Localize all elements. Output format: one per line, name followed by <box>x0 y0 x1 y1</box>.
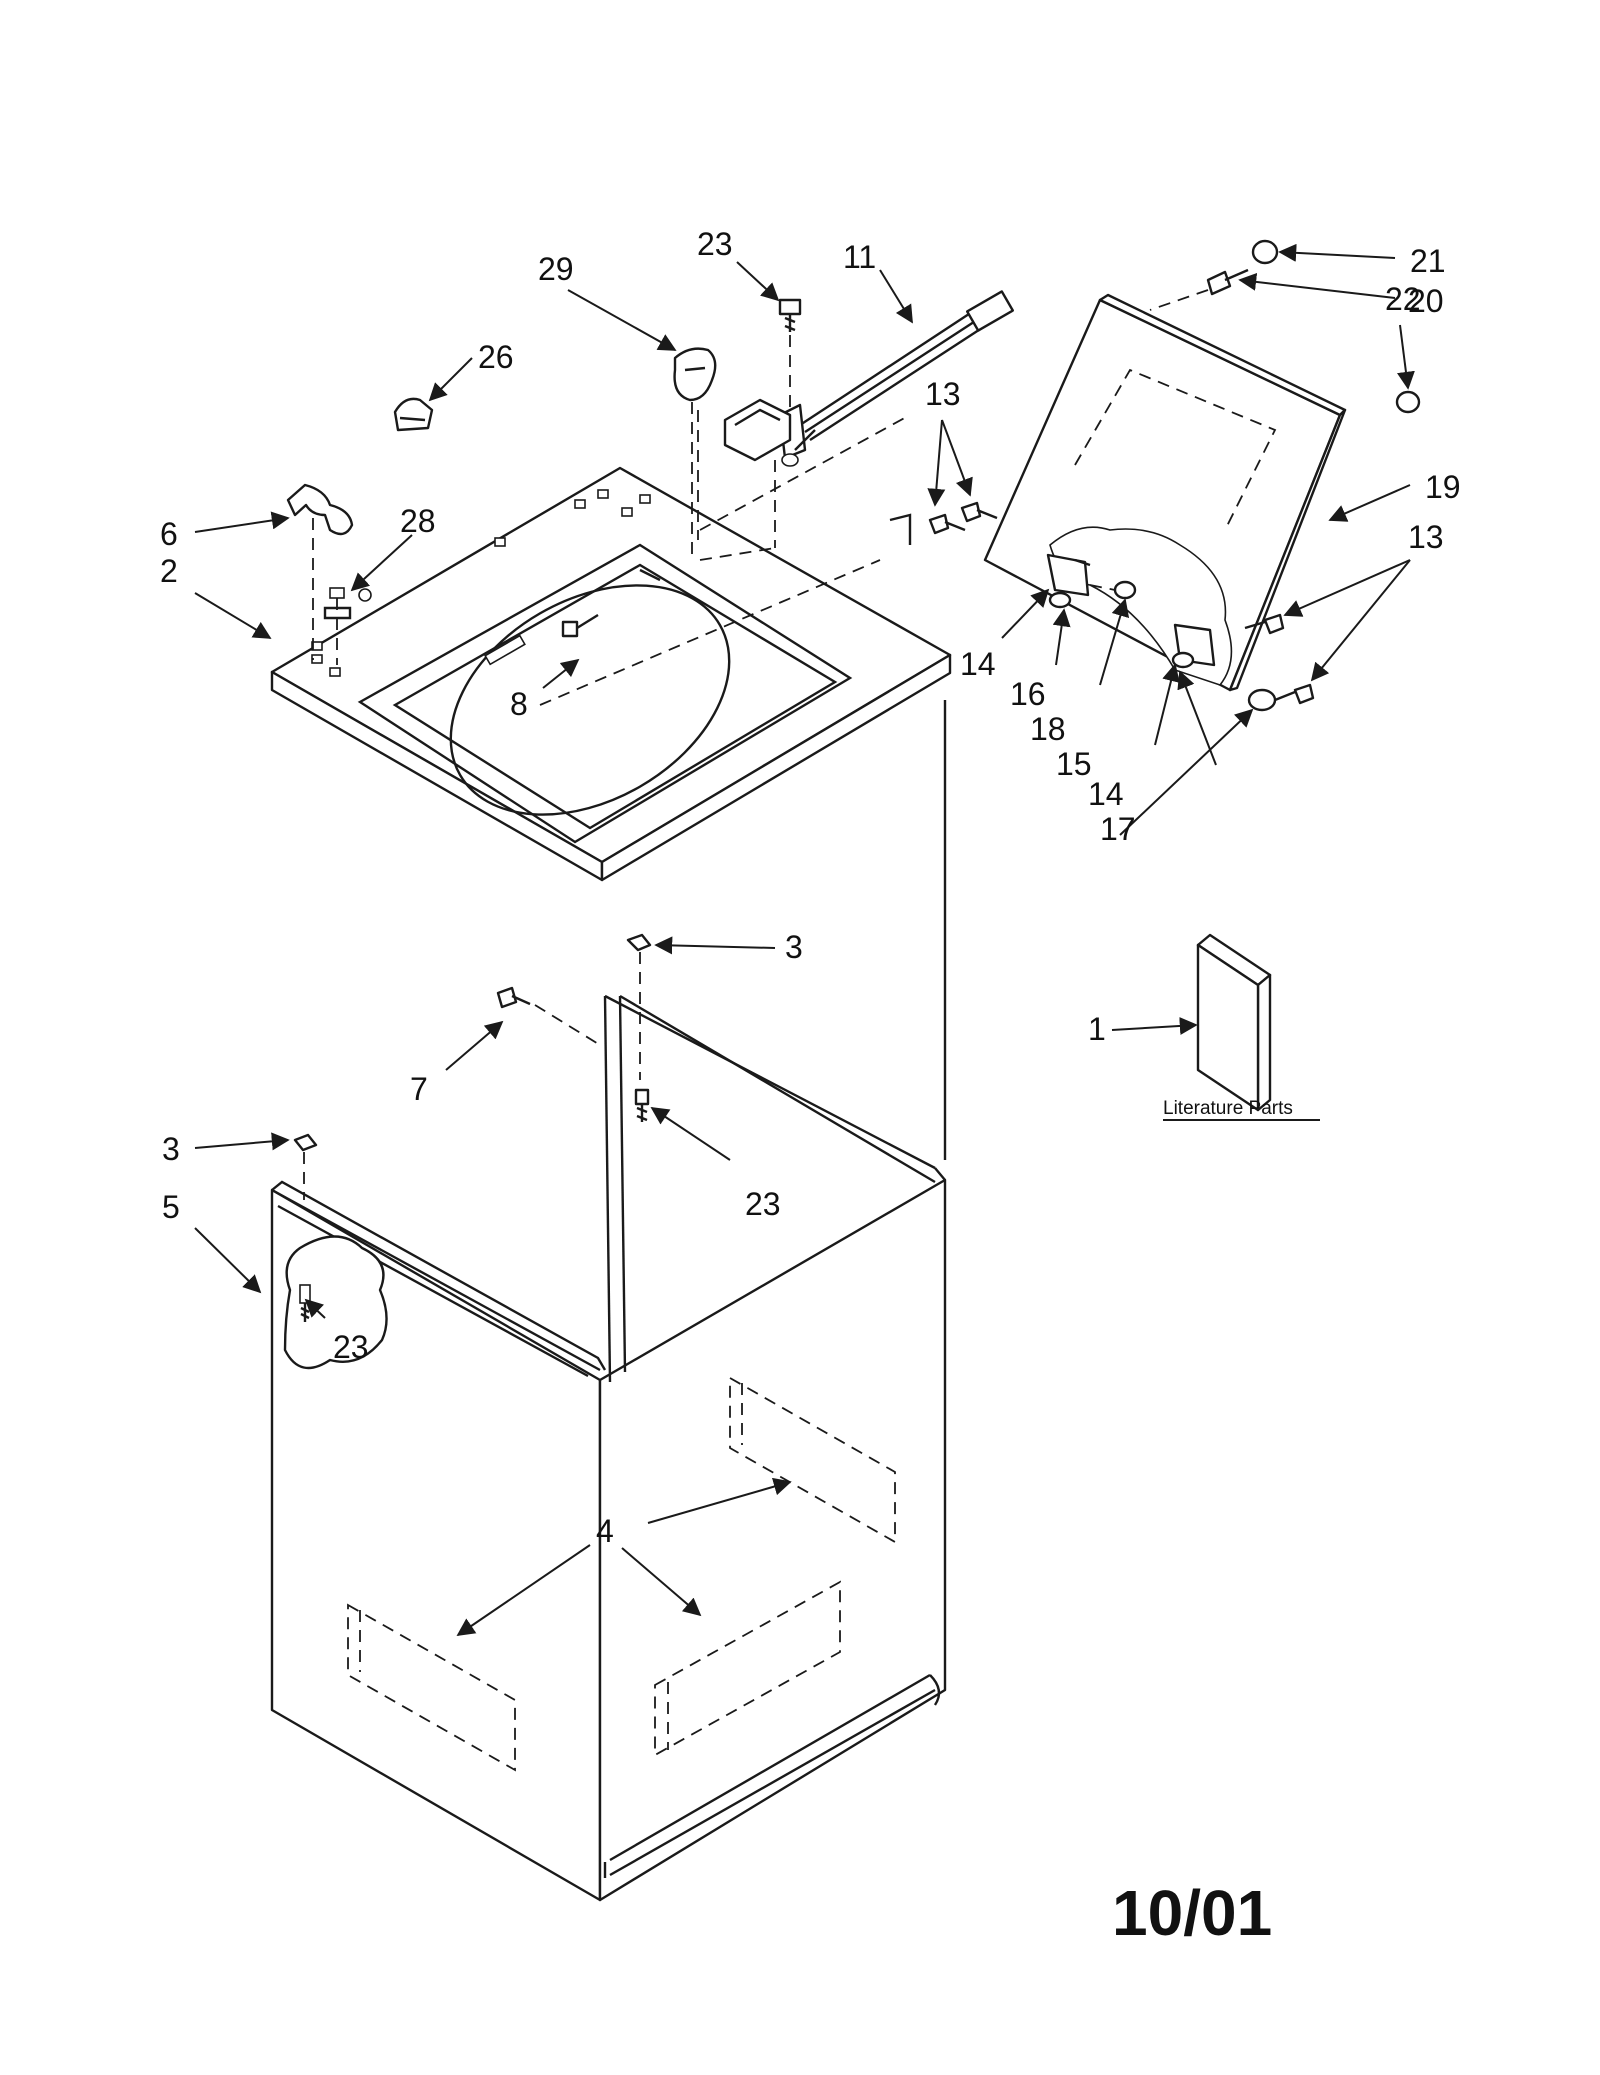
callout-28: 28 <box>400 503 436 539</box>
screw-8 <box>561 613 599 638</box>
panel-right-lower <box>654 1580 841 1757</box>
literature-book <box>1196 933 1272 1112</box>
callout-3-left: 3 <box>162 1131 180 1167</box>
callout-29: 29 <box>538 251 574 287</box>
callout-13-right: 13 <box>1408 519 1444 555</box>
washer-top <box>270 414 952 882</box>
clip-3-left <box>293 1133 318 1200</box>
callout-14-right: 14 <box>1088 776 1124 812</box>
callout-21: 21 <box>1410 243 1446 279</box>
bumper-17 <box>1247 688 1277 712</box>
callout-7: 7 <box>410 1071 428 1107</box>
harness-11 <box>723 290 1015 467</box>
hinge-lower <box>1171 623 1216 669</box>
clip-26 <box>393 397 434 432</box>
hinge-upper <box>1046 553 1091 609</box>
panel-right-upper <box>729 1376 896 1544</box>
screw-23-top <box>778 298 802 420</box>
callout-18: 18 <box>1030 711 1066 747</box>
lid <box>983 293 1347 692</box>
part-28 <box>323 587 352 665</box>
callout-15: 15 <box>1056 746 1092 782</box>
callout-4: 4 <box>596 1513 614 1549</box>
assembly-line <box>699 547 776 561</box>
assembly-line <box>539 559 881 706</box>
callout-14-left: 14 <box>960 646 996 682</box>
callout-23-mid: 23 <box>745 1186 781 1222</box>
callout-1: 1 <box>1088 1011 1106 1047</box>
screw-23-mid <box>634 1088 650 1122</box>
callout-13-top: 13 <box>925 376 961 412</box>
screw-7 <box>496 986 601 1046</box>
literature-label: Literature Parts <box>1163 1098 1320 1121</box>
callout-2: 2 <box>160 553 178 589</box>
callout-20: 20 <box>1408 283 1444 319</box>
callout-16: 16 <box>1010 676 1046 712</box>
callout-23-top: 23 <box>697 226 733 262</box>
cabinet <box>270 700 947 1902</box>
callout-6: 6 <box>160 516 178 552</box>
callout-23-left: 23 <box>333 1329 369 1365</box>
callout-26: 26 <box>478 339 514 375</box>
clip-6 <box>286 483 354 660</box>
date-code: 10/01 <box>1112 1877 1272 1949</box>
callout-17: 17 <box>1100 811 1136 847</box>
screws-13-top <box>928 501 998 535</box>
svg-text:Literature Parts: Literature Parts <box>1163 1098 1293 1119</box>
hinge-pin-18 <box>1089 580 1137 600</box>
callout-11: 11 <box>843 239 876 275</box>
bumper-22 <box>1395 390 1421 414</box>
bumper-21 <box>1251 239 1279 265</box>
callouts: 1 2 3 3 4 5 6 7 8 11 13 13 14 14 15 16 1… <box>160 226 1461 1549</box>
screw-20 <box>1149 268 1249 311</box>
callout-5: 5 <box>162 1189 180 1225</box>
clip-3-top <box>626 933 652 1080</box>
leader-lines <box>194 243 1415 1637</box>
callout-3-top: 3 <box>785 929 803 965</box>
panel-left-lower <box>347 1603 516 1772</box>
callout-19: 19 <box>1425 469 1461 505</box>
callout-8: 8 <box>510 686 528 722</box>
callout-22: 22 <box>1385 281 1421 317</box>
part-29 <box>673 347 717 555</box>
screws-13-right <box>1244 613 1315 705</box>
